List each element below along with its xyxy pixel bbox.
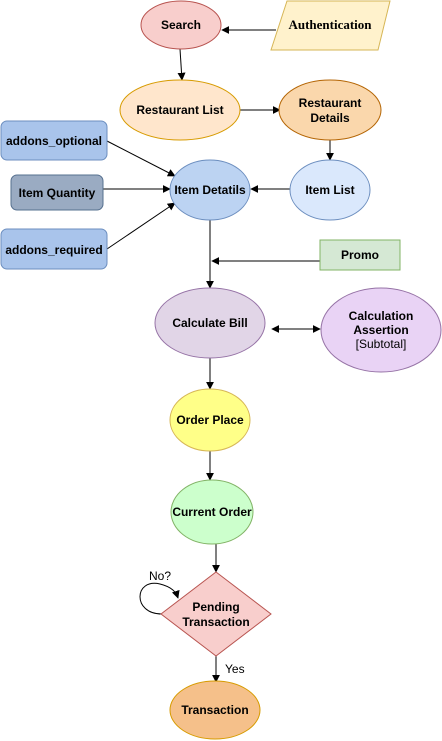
node-current-order-label: Current Order <box>172 505 252 519</box>
node-addons-required-label: addons_required <box>5 243 102 257</box>
node-item-quantity[interactable]: Item Quantity <box>10 174 104 211</box>
node-authentication-label: Authentication <box>288 17 372 32</box>
node-restaurant-details-line1: Restaurant <box>299 96 362 110</box>
node-restaurant-list[interactable]: Restaurant List <box>119 79 241 141</box>
node-item-quantity-label: Item Quantity <box>19 186 96 200</box>
node-transaction[interactable]: Transaction <box>169 680 261 740</box>
yes-label: Yes <box>225 662 245 676</box>
edge-addons-optional-item-details <box>106 140 176 177</box>
node-calculation-assertion-line2: Assertion <box>353 323 408 337</box>
node-current-order[interactable]: Current Order <box>170 479 254 545</box>
node-promo[interactable]: Promo <box>319 239 401 271</box>
edge-addons-required-item-details <box>106 202 176 250</box>
node-item-details-label: Item Detatils <box>174 183 246 197</box>
node-addons-required[interactable]: addons_required <box>0 228 108 270</box>
node-addons-optional[interactable]: addons_optional <box>0 120 108 161</box>
loop-label: No? <box>149 569 171 583</box>
node-pending-transaction-line1: Pending <box>192 600 239 614</box>
node-calculate-bill-label: Calculate Bill <box>172 316 247 330</box>
edges: No? Yes <box>103 26 334 683</box>
node-pending-transaction-line2: Transaction <box>182 615 249 629</box>
node-restaurant-list-label: Restaurant List <box>136 103 223 117</box>
edge-pending-loop <box>139 582 180 615</box>
node-transaction-label: Transaction <box>181 703 248 717</box>
node-restaurant-details[interactable]: Restaurant Details <box>278 79 382 141</box>
node-search[interactable]: Search <box>140 0 222 50</box>
node-calculation-assertion[interactable]: Calculation Assertion [Subtotal] <box>320 287 442 373</box>
node-search-label: Search <box>161 18 201 32</box>
node-promo-label: Promo <box>341 248 379 262</box>
node-authentication[interactable]: Authentication <box>270 0 391 51</box>
node-pending-transaction[interactable]: Pending Transaction <box>160 571 272 657</box>
node-order-place[interactable]: Order Place <box>169 388 251 452</box>
node-order-place-label: Order Place <box>176 413 244 427</box>
node-calculate-bill[interactable]: Calculate Bill <box>154 287 266 359</box>
node-calculation-assertion-line3: [Subtotal] <box>356 337 407 351</box>
node-restaurant-details-line2: Details <box>310 111 350 125</box>
edge-search-restaurant-list <box>177 48 186 81</box>
node-item-details[interactable]: Item Detatils <box>169 159 251 221</box>
node-item-list[interactable]: Item List <box>289 159 371 221</box>
node-calculation-assertion-line1: Calculation <box>349 309 414 323</box>
node-addons-optional-label: addons_optional <box>6 134 102 148</box>
node-item-list-label: Item List <box>305 183 354 197</box>
